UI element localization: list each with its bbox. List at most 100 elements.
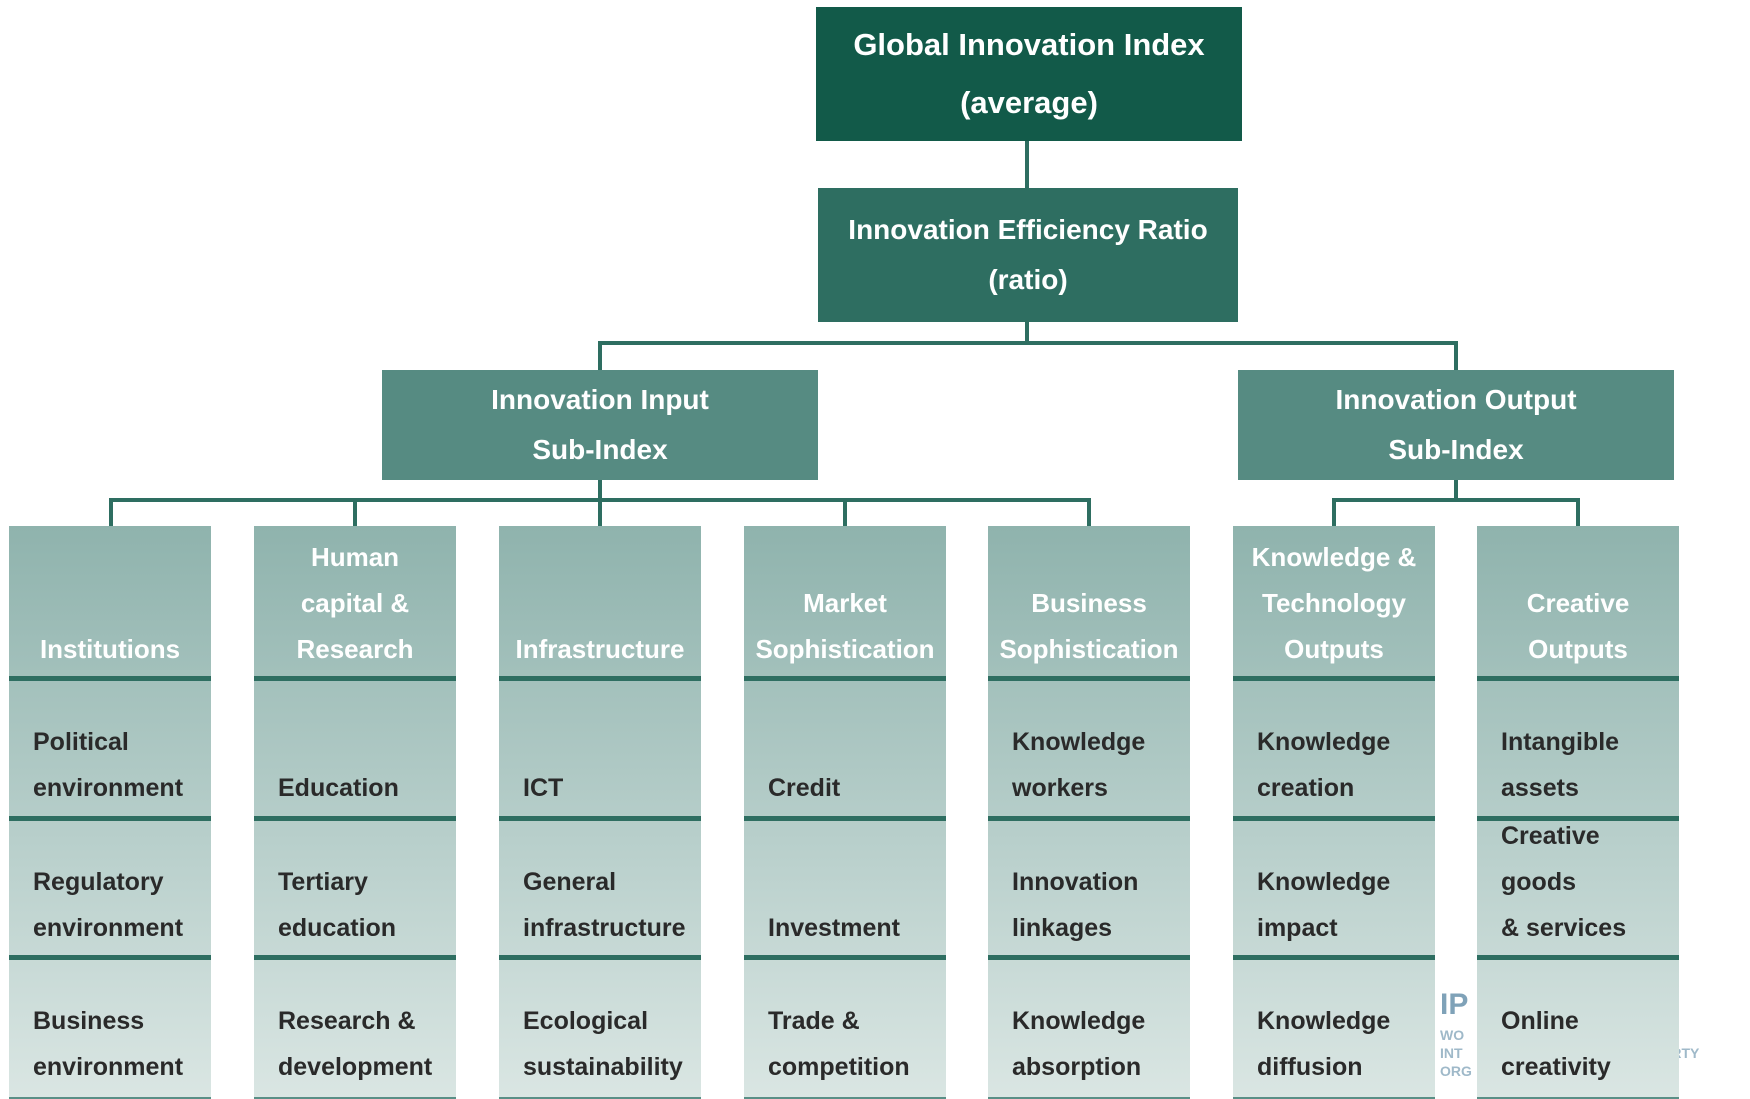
connector-gii-ratio bbox=[1025, 141, 1029, 188]
text-line: linkages bbox=[1012, 914, 1113, 942]
pillar-divider bbox=[499, 1097, 701, 1099]
pillar-divider bbox=[988, 1097, 1190, 1099]
text-line: Knowledge bbox=[1257, 868, 1391, 896]
text-line: Technology bbox=[1262, 588, 1406, 618]
sub-pillar: Knowledge absorption bbox=[1012, 960, 1188, 1090]
pillar-divider bbox=[1477, 1097, 1679, 1099]
connector-input-down bbox=[598, 480, 602, 500]
connector-pillar-1 bbox=[109, 498, 113, 526]
pillar-divider bbox=[744, 955, 946, 960]
text-line: diffusion bbox=[1257, 1053, 1363, 1081]
pillar-divider bbox=[9, 676, 211, 681]
text-line: Knowledge bbox=[1012, 728, 1146, 756]
text-line: education bbox=[278, 914, 397, 942]
pillar-divider bbox=[1477, 816, 1679, 821]
wipo-logo-line-2: INT bbox=[1440, 1045, 1463, 1061]
connector-subindex-bar bbox=[598, 341, 1458, 345]
wipo-logo-mark: IP bbox=[1440, 988, 1469, 1021]
pillar-title: Infrastructure bbox=[499, 526, 701, 676]
ier-title: Innovation Efficiency Ratio bbox=[848, 214, 1208, 245]
innovation-output-subindex-box: Innovation Output Sub-Index bbox=[1238, 370, 1674, 480]
sub-pillar: Creative goods& services bbox=[1501, 821, 1677, 951]
pillar-divider bbox=[499, 676, 701, 681]
pillar-divider bbox=[9, 1097, 211, 1099]
text-line: environment bbox=[33, 914, 184, 942]
connector-ratio-down bbox=[1025, 322, 1029, 344]
pillar-divider bbox=[744, 816, 946, 821]
text-line: Trade & bbox=[768, 1007, 860, 1035]
text-line: environment bbox=[33, 774, 184, 802]
text-line: infrastructure bbox=[523, 914, 686, 942]
text-line: Knowledge bbox=[1257, 1007, 1391, 1035]
text-line: impact bbox=[1257, 914, 1338, 942]
pillar-divider bbox=[499, 816, 701, 821]
text-line: development bbox=[278, 1053, 433, 1081]
wipo-logo-line-3: ORG bbox=[1440, 1063, 1472, 1079]
text-line: Market bbox=[803, 588, 887, 618]
connector-pillar-6 bbox=[1332, 498, 1336, 526]
innovation-efficiency-ratio-box: Innovation Efficiency Ratio (ratio) bbox=[818, 188, 1238, 322]
text-line: Credit bbox=[768, 774, 841, 802]
input-subtitle: Sub-Index bbox=[532, 434, 668, 465]
pillar-divider bbox=[988, 955, 1190, 960]
gii-subtitle: (average) bbox=[960, 85, 1098, 120]
sub-pillar: Knowledge workers bbox=[1012, 681, 1188, 811]
connector-pillar-5 bbox=[1087, 498, 1091, 526]
sub-pillar: Trade &competition bbox=[768, 960, 944, 1090]
pillar-divider bbox=[1233, 676, 1435, 681]
sub-pillar: Knowledge diffusion bbox=[1257, 960, 1433, 1090]
pillar-divider bbox=[744, 1097, 946, 1099]
connector-pillar-7 bbox=[1576, 498, 1580, 526]
text-line: creation bbox=[1257, 774, 1355, 802]
pillar-divider bbox=[254, 816, 456, 821]
sub-pillar: Knowledge impact bbox=[1257, 821, 1433, 951]
text-line: Outputs bbox=[1528, 634, 1628, 664]
sub-pillar: ICT bbox=[523, 681, 699, 811]
innovation-input-subindex-box: Innovation Input Sub-Index bbox=[382, 370, 818, 480]
pillar-divider bbox=[9, 816, 211, 821]
input-title: Innovation Input bbox=[491, 384, 709, 415]
text-line: Research bbox=[296, 634, 414, 664]
text-line: absorption bbox=[1012, 1053, 1142, 1081]
output-subtitle: Sub-Index bbox=[1388, 434, 1524, 465]
text-line: Infrastructure bbox=[515, 634, 685, 664]
connector-input-drop bbox=[598, 341, 602, 370]
connector-output-bar bbox=[1332, 498, 1580, 502]
pillar-title: Human capital & Research bbox=[254, 526, 456, 676]
text-line: capital & bbox=[300, 588, 410, 618]
text-line: Sophistication bbox=[755, 634, 935, 664]
pillar-divider bbox=[1233, 955, 1435, 960]
connector-output-drop bbox=[1454, 341, 1458, 370]
text-line: Business bbox=[33, 1007, 145, 1035]
text-line: Human bbox=[310, 542, 400, 572]
global-innovation-index-box: Global Innovation Index (average) bbox=[816, 7, 1242, 141]
text-line: creativity bbox=[1501, 1053, 1611, 1081]
pillar-divider bbox=[988, 676, 1190, 681]
pillar-divider bbox=[254, 955, 456, 960]
connector-pillar-3 bbox=[598, 498, 602, 526]
sub-pillar: Research &development bbox=[278, 960, 454, 1090]
text-line: workers bbox=[1012, 774, 1108, 802]
ier-subtitle: (ratio) bbox=[988, 264, 1068, 295]
text-line: Knowledge bbox=[1012, 1007, 1146, 1035]
text-line: Creative goods bbox=[1501, 822, 1600, 896]
text-line: Knowledge bbox=[1257, 728, 1391, 756]
sub-pillar: Credit bbox=[768, 681, 944, 811]
text-line: Education bbox=[278, 774, 399, 802]
